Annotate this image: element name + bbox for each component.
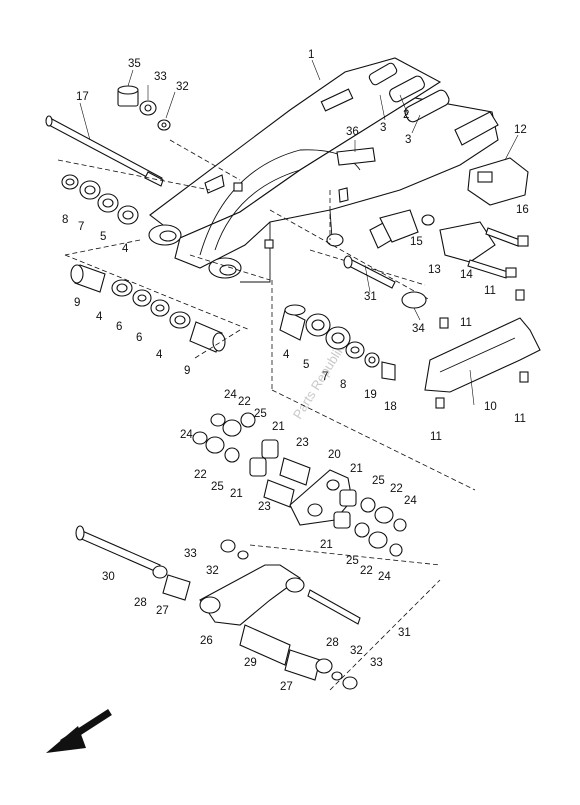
callout-6-b: 6 xyxy=(136,332,142,344)
callout-14: 14 xyxy=(460,269,473,281)
callout-16: 16 xyxy=(516,204,529,216)
callout-2: 2 xyxy=(403,109,409,121)
callout-22-a: 22 xyxy=(238,396,251,408)
callout-11-b: 11 xyxy=(460,317,472,329)
callout-4-right: 4 xyxy=(283,349,290,361)
chain-guide-group xyxy=(379,157,529,279)
callout-33-bottom: 33 xyxy=(370,657,383,669)
callout-11-a: 11 xyxy=(484,285,496,297)
callout-3-upper: 3 xyxy=(380,122,386,134)
connecting-rod-group xyxy=(75,525,441,691)
callout-11-d: 11 xyxy=(514,413,526,425)
relay-arm-group xyxy=(192,412,407,557)
callout-9-left: 9 xyxy=(74,297,80,309)
callout-13: 13 xyxy=(428,264,441,276)
callout-28-left: 28 xyxy=(134,597,147,609)
callout-21-d: 21 xyxy=(320,539,333,551)
callout-33-mid: 33 xyxy=(184,548,197,560)
callout-35: 35 xyxy=(128,58,141,70)
callout-26: 26 xyxy=(200,635,213,647)
chain-slider xyxy=(424,289,541,409)
callout-22-d: 22 xyxy=(360,565,373,577)
callout-12: 12 xyxy=(514,124,527,136)
callout-3-lower: 3 xyxy=(405,134,411,146)
callout-15: 15 xyxy=(410,236,423,248)
decal xyxy=(336,147,376,166)
leader-lines xyxy=(79,59,519,406)
callout-8-right: 8 xyxy=(340,379,346,391)
callout-9-right: 9 xyxy=(184,365,190,377)
callout-21-b: 21 xyxy=(230,488,243,500)
callout-27-left: 27 xyxy=(156,605,169,617)
callout-31-lower: 31 xyxy=(398,627,411,639)
callout-5-right: 5 xyxy=(303,359,309,371)
front-direction-arrow-icon xyxy=(46,709,112,753)
callout-7-right: 7 xyxy=(322,371,328,383)
callout-23-b: 23 xyxy=(258,501,271,513)
watermark: Parts Republik xyxy=(290,342,348,422)
callout-8-left: 8 xyxy=(62,214,68,226)
callout-33-top: 33 xyxy=(154,71,167,83)
callout-4-left: 4 xyxy=(122,243,129,255)
callout-24-a: 24 xyxy=(224,389,237,401)
callout-6-a: 6 xyxy=(116,321,122,333)
callout-21-c: 21 xyxy=(350,463,363,475)
callout-27-right: 27 xyxy=(280,681,293,693)
callout-labels: 1 2 3 3 35 33 32 17 36 12 16 15 13 14 11… xyxy=(62,49,529,693)
callout-4-lower-b: 4 xyxy=(156,349,163,361)
reference-lines xyxy=(57,139,476,491)
callout-22-c: 22 xyxy=(390,483,403,495)
collar-group xyxy=(117,85,171,131)
callout-22-b: 22 xyxy=(194,469,207,481)
pivot-shaft xyxy=(45,115,164,187)
callout-24-c: 24 xyxy=(404,495,417,507)
lower-left-spacers xyxy=(70,264,226,353)
callout-36: 36 xyxy=(346,126,359,138)
callout-10: 10 xyxy=(484,401,497,413)
callout-25-d: 25 xyxy=(346,555,359,567)
bolt-and-cap xyxy=(343,255,427,309)
callout-25-a: 25 xyxy=(254,408,267,420)
callout-32-top: 32 xyxy=(176,81,189,93)
callout-18: 18 xyxy=(384,401,397,413)
callout-4-lower-a: 4 xyxy=(96,311,103,323)
callout-7-left: 7 xyxy=(78,221,84,233)
callout-1: 1 xyxy=(308,49,314,61)
swing-arm xyxy=(148,57,499,283)
callout-20: 20 xyxy=(328,449,341,461)
right-bearing-set xyxy=(279,304,396,381)
callout-29: 29 xyxy=(244,657,257,669)
callout-30: 30 xyxy=(102,571,115,583)
callout-24-d: 24 xyxy=(378,571,391,583)
callout-34: 34 xyxy=(412,323,425,335)
callout-25-b: 25 xyxy=(211,481,224,493)
callout-21-a: 21 xyxy=(272,421,285,433)
callout-28-right: 28 xyxy=(326,637,339,649)
sticker xyxy=(338,187,349,203)
callout-25-c: 25 xyxy=(372,475,385,487)
left-bearing-set xyxy=(61,174,139,225)
callout-17: 17 xyxy=(76,91,89,103)
callout-32-mid: 32 xyxy=(206,565,219,577)
callout-32-bottom: 32 xyxy=(350,645,363,657)
callout-24-b: 24 xyxy=(180,429,193,441)
callout-11-c: 11 xyxy=(430,431,442,443)
callout-19: 19 xyxy=(364,389,377,401)
callout-23-a: 23 xyxy=(296,437,309,449)
callout-31-upper: 31 xyxy=(364,291,377,303)
callout-5-left: 5 xyxy=(100,231,106,243)
